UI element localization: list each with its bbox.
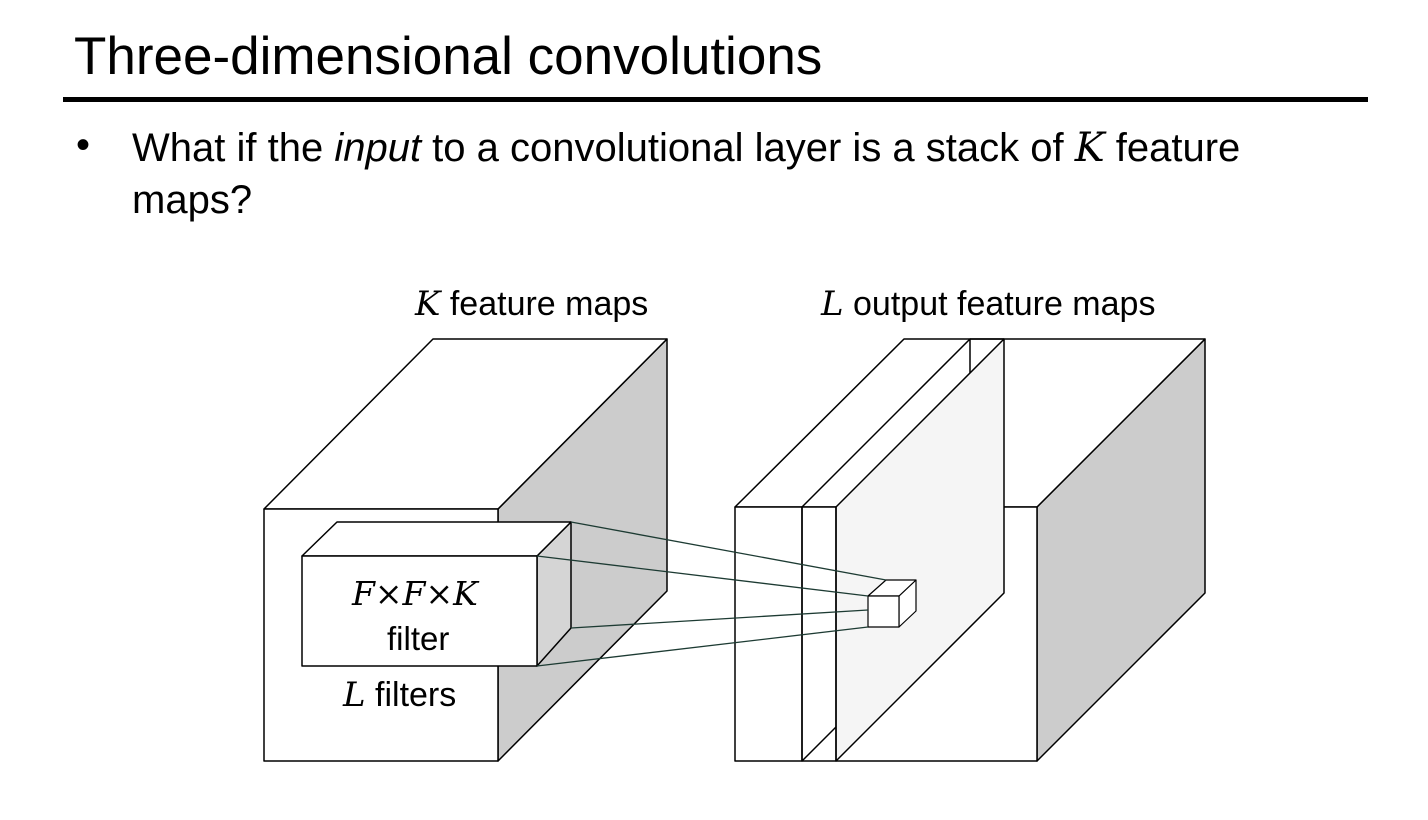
title-underline — [63, 97, 1368, 102]
filters-count-var: L — [342, 675, 366, 715]
filter-box — [301, 521, 572, 667]
filter-front-face — [301, 555, 538, 667]
bullet-text: What if the input to a convolutional lay… — [132, 122, 1312, 226]
output-voxel-front — [867, 595, 900, 628]
output-maps-label: L output feature maps — [820, 284, 1155, 324]
slide-title: Three-dimensional convolutions — [74, 27, 823, 86]
output-maps-label-text: output feature maps — [844, 285, 1156, 323]
bullet-text-middle: to a convolutional layer is a stack of — [421, 126, 1075, 170]
filters-count-label: L filters — [342, 675, 456, 715]
bullet-variable-k: K — [1074, 125, 1105, 171]
input-maps-label-text: feature maps — [440, 285, 648, 323]
output-maps-label-var: L — [820, 284, 844, 324]
connector-bottom-front — [536, 626, 869, 667]
connector-bottom-right — [570, 609, 869, 629]
output-volume — [734, 338, 1206, 762]
output-voxel — [867, 579, 917, 628]
bullet-text-end: feature maps? — [132, 126, 1241, 222]
filter-word-label: filter — [387, 620, 449, 657]
input-maps-label: K feature maps — [414, 284, 648, 324]
bullet-emphasis: input — [334, 126, 422, 170]
connector-top-right — [570, 521, 887, 581]
bullet-text-start: What if the — [132, 126, 335, 170]
filter-top-face — [301, 521, 572, 557]
input-maps-label-var: K — [414, 284, 443, 324]
filter-to-voxel-connectors — [536, 521, 887, 667]
filters-count-text: filters — [366, 676, 457, 714]
filter-dims-label: F×F×K — [351, 574, 480, 613]
bullet-marker: • — [76, 123, 91, 167]
connector-top-front — [536, 555, 869, 597]
